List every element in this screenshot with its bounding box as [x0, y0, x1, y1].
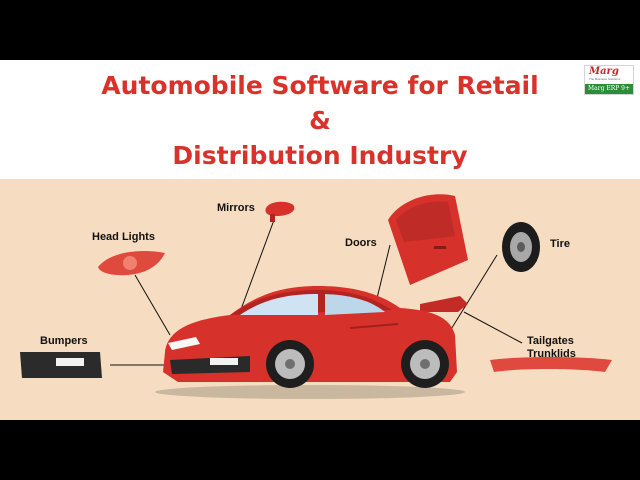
mirror-part [265, 201, 295, 222]
tire-part [502, 222, 540, 272]
title-line-2: & [309, 106, 331, 135]
title-line-3: Distribution Industry [172, 141, 468, 170]
car [163, 286, 457, 382]
car-parts-illustration [20, 194, 612, 399]
label-trunklids: Trunklids [527, 348, 576, 360]
front-wheel [266, 340, 314, 388]
slide: Automobile Software for Retail & Distrib… [0, 60, 640, 420]
title-line-1: Automobile Software for Retail [101, 71, 539, 100]
car-shadow [155, 385, 465, 399]
logo-brand: Marg [589, 66, 619, 77]
marg-erp-logo: Marg The Business Solutions Marg ERP 9+ [584, 65, 634, 95]
headlight-part [98, 250, 165, 276]
label-bumpers: Bumpers [40, 335, 88, 347]
tailgate-part [490, 357, 612, 372]
label-tailgates: Tailgates [527, 335, 574, 347]
label-doors: Doors [345, 237, 377, 249]
label-mirrors: Mirrors [217, 202, 255, 214]
label-tire: Tire [550, 238, 570, 250]
label-head-lights: Head Lights [92, 231, 155, 243]
rear-wheel [401, 340, 449, 388]
logo-product: Marg ERP 9+ [585, 84, 633, 94]
spoiler [420, 296, 468, 312]
logo-tagline: The Business Solutions [589, 77, 621, 81]
door-part [388, 194, 468, 285]
bumper-part [20, 352, 102, 378]
